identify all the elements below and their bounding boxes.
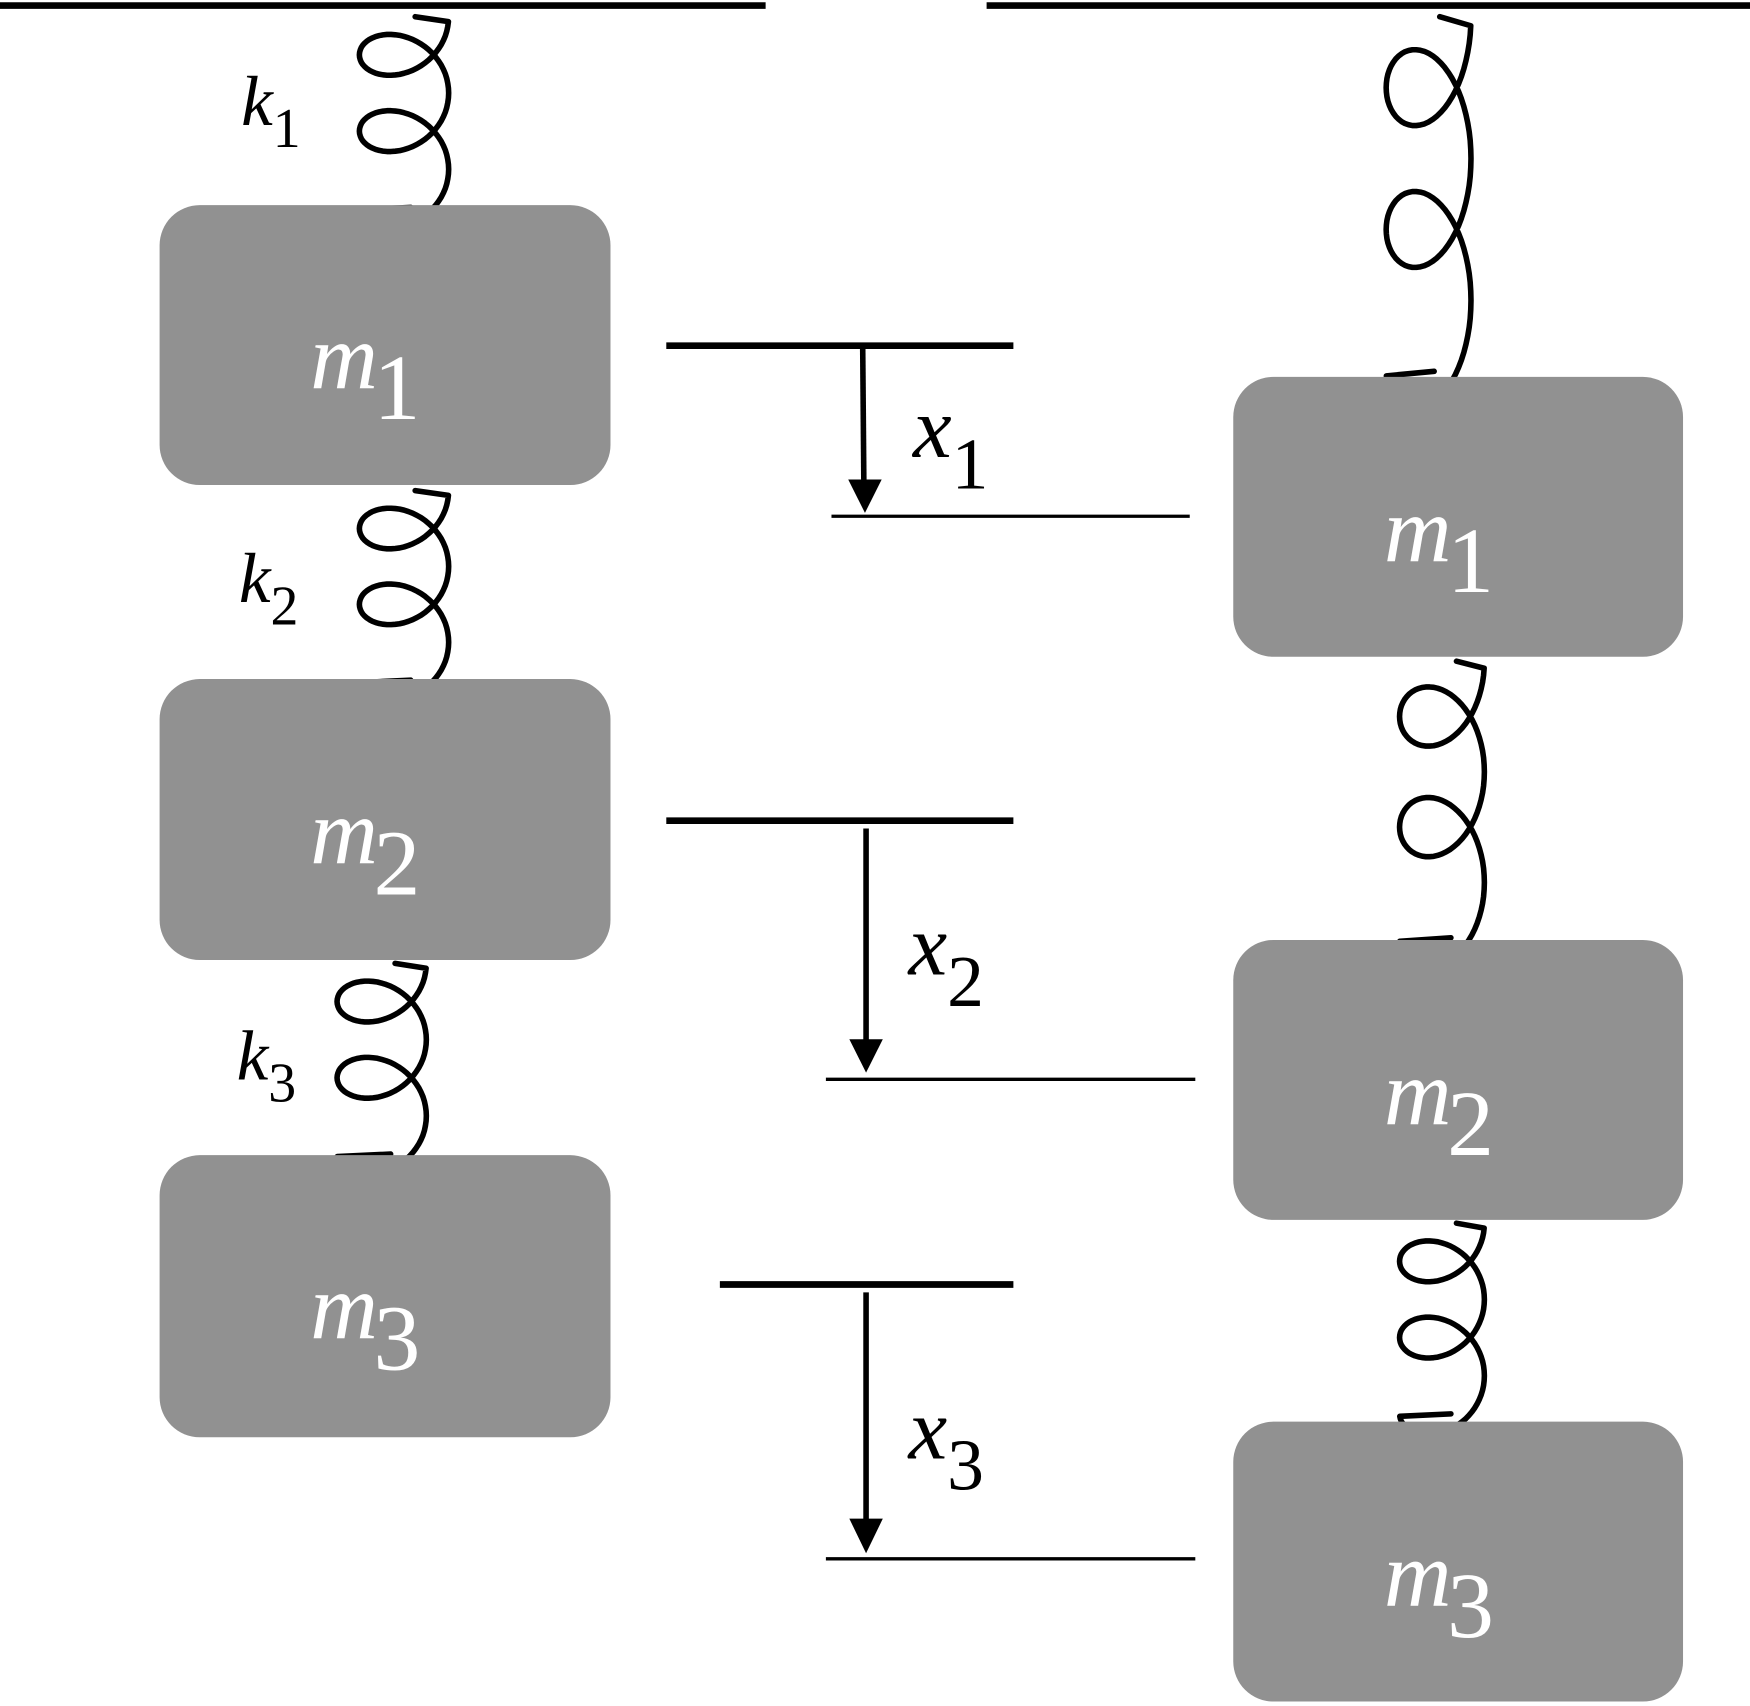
spring-label-k3: k3 bbox=[237, 1016, 297, 1114]
mass-m2-left: m2 bbox=[159, 679, 611, 961]
spring-1-right bbox=[1383, 13, 1474, 413]
spring-k1-left bbox=[356, 13, 452, 231]
spring-k3-left bbox=[334, 960, 430, 1178]
displacement-label-x1: x1 bbox=[911, 379, 988, 504]
displacement-x3 bbox=[719, 1281, 1196, 1561]
mass-m1-right: m1 bbox=[1233, 376, 1684, 657]
displacement-label-x2: x2 bbox=[906, 897, 983, 1022]
svg-text:m1: m1 bbox=[1384, 479, 1494, 613]
svg-text:m2: m2 bbox=[1384, 1042, 1494, 1176]
displacement-x2 bbox=[666, 817, 1196, 1082]
svg-text:m2: m2 bbox=[310, 781, 420, 915]
mass-m3-right: m3 bbox=[1233, 1421, 1684, 1702]
spring-label-k2: k2 bbox=[239, 539, 299, 637]
spring-3-right bbox=[1396, 1220, 1488, 1438]
svg-text:m1: m1 bbox=[310, 306, 420, 440]
spring-k2-left bbox=[356, 487, 452, 704]
displacement-label-x3: x3 bbox=[906, 1380, 983, 1505]
mass-m3-left: m3 bbox=[159, 1155, 611, 1438]
mass-m2-right: m2 bbox=[1233, 939, 1684, 1220]
spring-label-k1: k1 bbox=[241, 62, 301, 160]
svg-text:m3: m3 bbox=[1384, 1524, 1494, 1658]
displacement-x1 bbox=[666, 342, 1190, 518]
spring-2-right bbox=[1396, 658, 1488, 971]
mass-m1-left: m1 bbox=[159, 205, 611, 486]
svg-text:m3: m3 bbox=[310, 1256, 420, 1390]
